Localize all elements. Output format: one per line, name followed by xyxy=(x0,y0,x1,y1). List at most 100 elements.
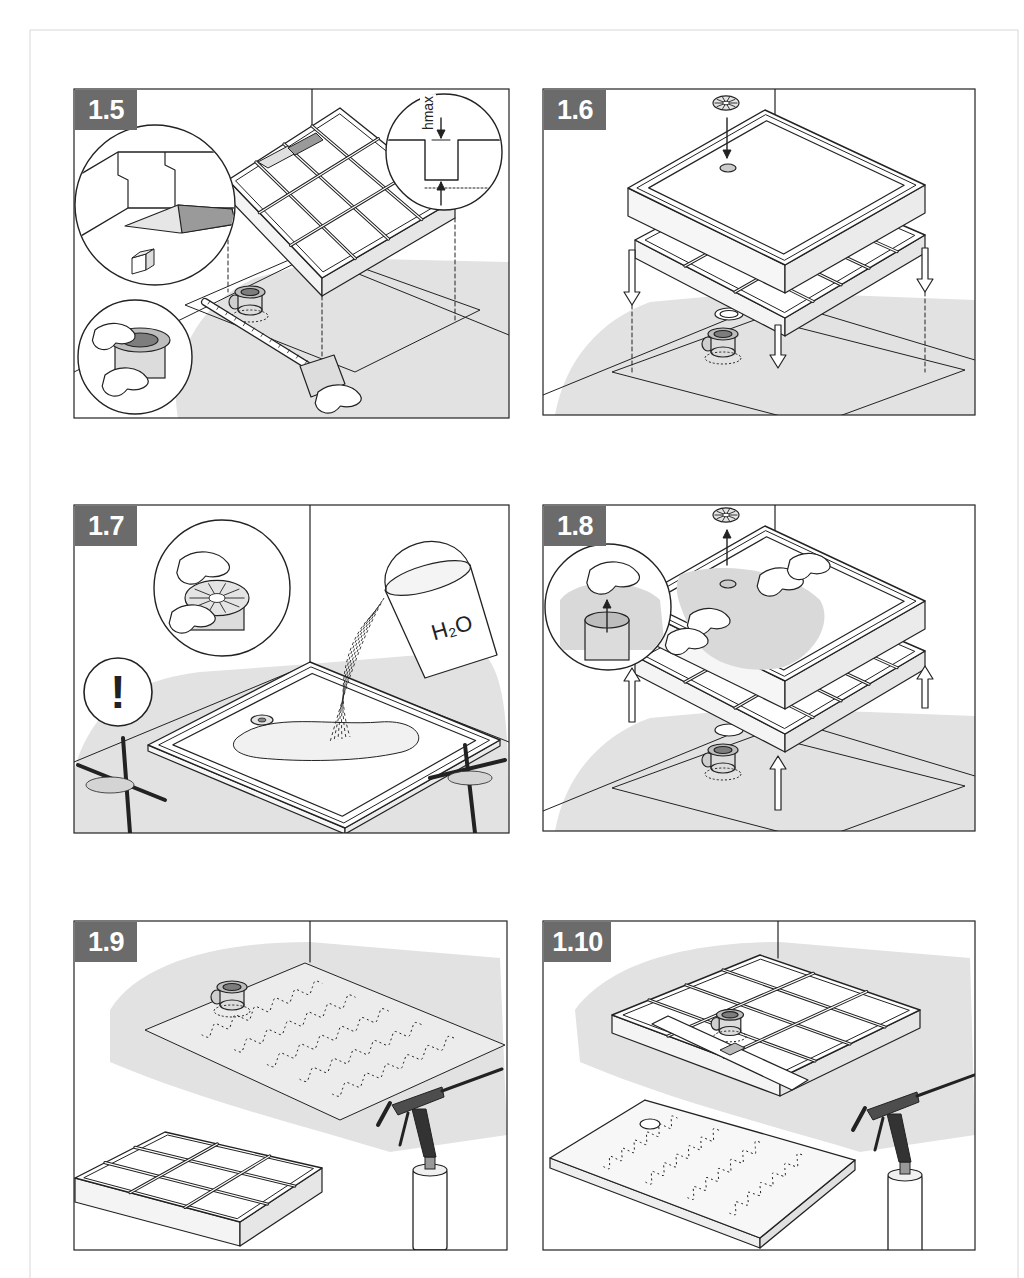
step-badge: 1.5 xyxy=(75,90,137,130)
drain-hub xyxy=(258,718,266,722)
foam-can xyxy=(888,1175,922,1250)
callout-circle xyxy=(154,520,290,656)
arrow-head xyxy=(603,600,611,608)
rib-detail xyxy=(74,152,240,178)
drain-hole xyxy=(640,1119,660,1129)
tray-top xyxy=(628,526,925,681)
tape-tick xyxy=(235,317,237,320)
tape-tick xyxy=(279,344,281,347)
knife-handle xyxy=(288,133,323,155)
frame-rib xyxy=(256,162,355,259)
hand xyxy=(587,562,640,594)
adhesive-line xyxy=(645,1129,719,1185)
frame-inner-edge xyxy=(84,1135,314,1219)
adhesive-spot xyxy=(448,771,492,785)
panel-border xyxy=(543,505,975,831)
step-badge: 1.7 xyxy=(75,506,137,546)
water-stream xyxy=(338,604,380,740)
tape-tick xyxy=(261,334,263,337)
panel-border xyxy=(74,921,507,1250)
drain-opening xyxy=(223,984,241,991)
tray-footprint xyxy=(145,963,505,1120)
drain-bottom xyxy=(711,347,735,357)
hand xyxy=(315,385,361,413)
panel-ground xyxy=(543,89,975,415)
frame-rib xyxy=(185,1156,270,1207)
step-badge: 1.10 xyxy=(544,922,611,962)
floor-area xyxy=(74,650,509,833)
foam-gun-grip xyxy=(378,1103,390,1125)
frame-rib xyxy=(130,1144,217,1193)
direction-arrow xyxy=(917,248,933,292)
warning-circle xyxy=(84,658,152,726)
tape-tick xyxy=(296,355,298,358)
tray-rim xyxy=(159,667,490,823)
drain-cover xyxy=(713,508,739,522)
drain-bottom xyxy=(238,305,262,315)
frame-rib xyxy=(105,1163,267,1204)
foam-gun-trigger xyxy=(875,1118,883,1150)
tape-tick xyxy=(243,323,245,326)
dimension-line xyxy=(432,140,450,141)
callout-detail xyxy=(74,152,240,274)
frame-rib xyxy=(105,1163,267,1204)
frame-top xyxy=(75,1132,322,1222)
drain-opening xyxy=(722,1012,738,1018)
drain-flange xyxy=(235,286,265,298)
arrow-head xyxy=(437,182,445,190)
drain-flange xyxy=(708,328,738,340)
tray-board xyxy=(550,1100,855,1238)
cover-hub xyxy=(209,594,225,603)
callout-circle xyxy=(545,544,671,670)
guide-line xyxy=(322,296,323,362)
tape-tick xyxy=(252,328,254,331)
reference-line xyxy=(425,188,505,189)
support-batten xyxy=(465,745,475,833)
tray-basin xyxy=(649,121,904,254)
cover-hub xyxy=(723,101,730,105)
step-number: 1.8 xyxy=(557,511,593,542)
step-badge: 1.9 xyxy=(75,922,137,962)
callout-detail xyxy=(92,323,170,396)
frame-rib xyxy=(135,1147,295,1186)
frame-rib xyxy=(256,162,355,259)
adhesive-line xyxy=(202,981,323,1037)
step-number: 1.5 xyxy=(88,95,124,126)
step-number: 1.9 xyxy=(88,927,124,958)
panel-border xyxy=(74,505,509,833)
step-number: 1.7 xyxy=(88,511,124,542)
frame-rib xyxy=(185,1156,270,1207)
drain-hole xyxy=(720,580,736,588)
adhesive-line xyxy=(332,1036,455,1096)
warning-mark: ! xyxy=(108,668,127,716)
drain-opening xyxy=(714,747,732,754)
foam-gun-body xyxy=(392,1087,444,1115)
panel-illustration xyxy=(550,921,975,1250)
arrow-head xyxy=(723,530,731,538)
frame-rib xyxy=(284,144,389,239)
callout-detail xyxy=(560,562,665,660)
panel-border xyxy=(543,921,975,1250)
callout-detail xyxy=(382,118,505,205)
guide-line xyxy=(455,218,456,322)
water-stream xyxy=(330,598,384,742)
adhesive-line xyxy=(603,1116,677,1169)
arrow-head xyxy=(437,130,445,138)
drain-bottom xyxy=(220,1000,244,1010)
drain-dotted-ring xyxy=(705,768,741,780)
tray-basin xyxy=(649,537,904,670)
step-number: 1.6 xyxy=(557,95,593,126)
hand xyxy=(92,323,135,349)
page-border xyxy=(30,30,1018,1278)
water-stream xyxy=(342,607,378,739)
guide-line xyxy=(632,305,633,372)
tape-tick xyxy=(226,312,228,315)
foam-gun-trigger xyxy=(400,1113,408,1145)
drain-flange xyxy=(708,744,738,756)
water-stream xyxy=(343,610,376,738)
tray-rim xyxy=(637,115,916,261)
bucket-rim xyxy=(382,553,474,602)
water-stream xyxy=(343,613,374,737)
drawing-label: hmax xyxy=(420,94,436,132)
